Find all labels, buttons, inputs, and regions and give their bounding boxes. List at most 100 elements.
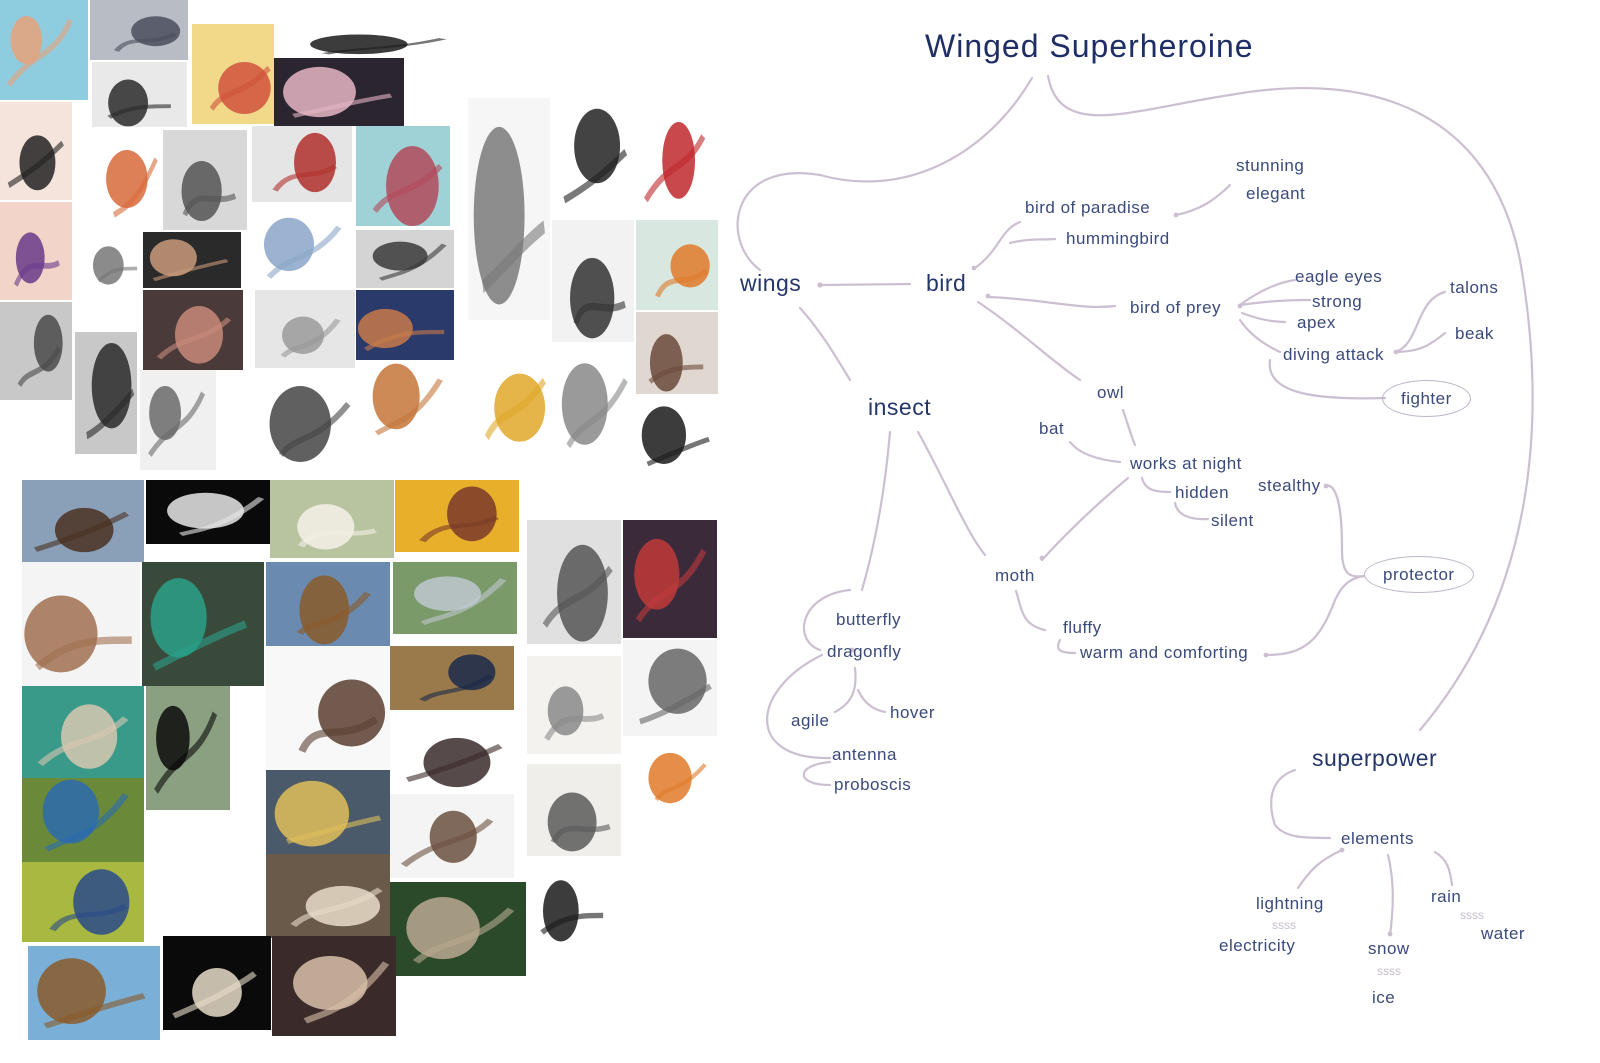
node-electricity: electricity xyxy=(1219,936,1296,955)
link-insect-butterfly xyxy=(860,430,892,592)
node-dragonfly: dragonfly xyxy=(827,642,902,661)
node-superpower: superpower xyxy=(1312,745,1438,771)
link-night-silent xyxy=(1173,501,1210,521)
link-bird-prey xyxy=(988,295,1117,309)
reference-image-guineafowl xyxy=(390,646,514,710)
link-prey-apex xyxy=(1240,311,1287,324)
node-stealthy: stealthy xyxy=(1258,476,1321,495)
reference-image-eagle-flight xyxy=(22,480,144,562)
node-eagle-eyes: eagle eyes xyxy=(1295,267,1383,286)
node-hidden: hidden xyxy=(1175,483,1230,502)
reference-image-barred-owl xyxy=(390,882,526,976)
link-elements-rain xyxy=(1433,850,1454,887)
squiggle-lightning: ssss xyxy=(1272,918,1296,932)
link-bird-owl xyxy=(976,300,1082,382)
reference-image-damselfly xyxy=(22,862,144,942)
link-bird-paradise xyxy=(973,220,1022,270)
reference-image-anime-faces-row xyxy=(274,58,404,126)
mind-map-connectors xyxy=(736,74,1534,937)
link-superpower-elements xyxy=(1270,768,1332,840)
link-elements-snow xyxy=(1386,853,1394,937)
reference-image-red-poses xyxy=(636,98,718,218)
reference-image-brown-hair-girl xyxy=(356,362,454,446)
link-wings-bird xyxy=(818,282,912,287)
reference-image-pose-sketches xyxy=(92,230,140,290)
reference-image-portrait-redhead xyxy=(0,0,88,100)
link-night-hidden xyxy=(1140,476,1172,494)
reference-image-head-sketches-row xyxy=(290,30,458,58)
reference-image-kestrel xyxy=(28,946,160,1040)
node-rain: rain xyxy=(1431,887,1462,906)
node-proboscis: proboscis xyxy=(834,775,912,794)
reference-image-line-sketch-grey xyxy=(140,370,216,470)
link-warm-protector xyxy=(1264,574,1366,657)
node-warm-and-comforting: warm and comforting xyxy=(1080,643,1249,662)
reference-image-comic-heads xyxy=(636,396,718,476)
reference-image-white-moth xyxy=(163,936,271,1030)
node-owl: owl xyxy=(1097,383,1125,402)
node-elements: elements xyxy=(1341,829,1414,848)
reference-image-moth-on-hand xyxy=(272,936,396,1036)
node-hummingbird: hummingbird xyxy=(1066,229,1170,248)
node-fluffy: fluffy xyxy=(1063,618,1102,637)
reference-image-teal-line-art xyxy=(356,126,450,226)
reference-image-face-pencil xyxy=(258,370,354,470)
reference-image-headphone-portrait xyxy=(636,312,718,394)
reference-image-girl-black-dress xyxy=(0,102,72,200)
node-moth: moth xyxy=(995,566,1035,585)
reference-image-grey-sketch xyxy=(163,130,247,230)
link-prey-diving xyxy=(1238,318,1282,354)
node-bird: bird xyxy=(926,270,967,296)
node-strong: strong xyxy=(1312,292,1363,311)
link-prey-eagle xyxy=(1238,278,1297,307)
reference-image-black-bird-display xyxy=(146,686,230,810)
reference-image-tall-warrior xyxy=(75,332,137,454)
reference-image-red-hair-fighter xyxy=(623,520,717,638)
node-works-at-night: works at night xyxy=(1130,454,1242,473)
link-moth-fluffy xyxy=(1014,589,1047,632)
node-agile: agile xyxy=(791,711,830,730)
link-night-moth xyxy=(1040,476,1130,562)
node-apex: apex xyxy=(1297,313,1336,332)
node-stunning: stunning xyxy=(1236,156,1305,175)
link-prey-strong xyxy=(1238,298,1312,307)
node-bird-of-prey: bird of prey xyxy=(1130,298,1222,317)
reference-image-feather-wings xyxy=(390,794,514,878)
reference-image-emperor-moth xyxy=(395,480,519,552)
node-beak: beak xyxy=(1455,324,1494,343)
link-butterfly-dragonfly xyxy=(803,588,852,652)
reference-image-expression-sheet-2 xyxy=(552,98,634,218)
reference-image-elf-heads xyxy=(623,640,717,736)
reference-image-white-hair-heroine xyxy=(252,204,352,290)
link-dragonfly-agile xyxy=(833,666,857,714)
node-diving-attack: diving attack xyxy=(1283,345,1384,364)
mind-map-title: Winged Superheroine xyxy=(925,28,1254,64)
reference-image-swallowtail xyxy=(266,770,390,854)
reference-image-dark-heroes-lineup xyxy=(92,62,187,127)
reference-image-goggles-girl xyxy=(636,220,718,310)
reference-image-yellow-jacket xyxy=(468,322,550,458)
node-silent: silent xyxy=(1211,511,1254,530)
reference-image-witch-hat xyxy=(356,290,454,360)
reference-image-purple-heroine xyxy=(0,202,72,300)
reference-image-red-witches xyxy=(252,126,352,202)
reference-image-expression-sheet-1 xyxy=(468,98,550,320)
node-fighter: fighter xyxy=(1382,380,1471,417)
reference-image-painted-profile xyxy=(143,290,243,370)
node-snow: snow xyxy=(1368,939,1410,958)
link-diving-beak xyxy=(1393,331,1447,354)
node-ice: ice xyxy=(1372,988,1396,1007)
connector-dots xyxy=(817,212,1399,937)
squiggle-rain: ssss xyxy=(1460,908,1484,922)
link-bat-night xyxy=(1068,440,1122,464)
reference-image-dragonfly-grass xyxy=(393,562,517,634)
link-bird-hummingbird xyxy=(1008,237,1057,245)
reference-image-figure-rendering xyxy=(255,290,355,368)
reference-image-brown-wing xyxy=(266,646,390,770)
link-antenna-proboscis xyxy=(802,760,832,787)
node-insect: insect xyxy=(868,394,932,420)
node-protector: protector xyxy=(1364,556,1474,593)
node-bat: bat xyxy=(1039,419,1065,438)
link-paradise-stunning xyxy=(1174,183,1232,217)
reference-moodboard xyxy=(0,0,730,1063)
